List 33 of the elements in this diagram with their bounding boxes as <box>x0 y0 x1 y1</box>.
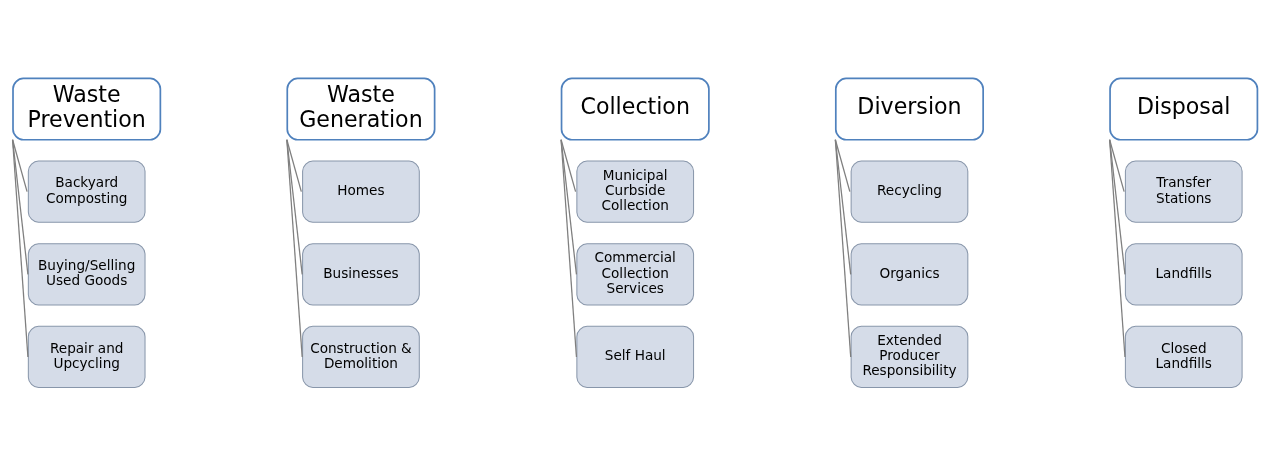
connector <box>560 139 578 275</box>
node-box: Commercial Collection Services <box>576 243 695 306</box>
node-box: Extended Producer Responsibility <box>850 325 969 389</box>
node-box: Buying/Selling Used Goods <box>27 243 146 306</box>
connector <box>11 139 29 358</box>
node-box: Homes <box>302 160 420 223</box>
node-box: Transfer Stations <box>1124 160 1243 223</box>
connector <box>560 139 578 358</box>
connector <box>286 139 303 358</box>
connector <box>11 139 29 275</box>
node-box: Construction & Demolition <box>302 325 420 389</box>
node-box: Organics <box>850 243 969 306</box>
node-box: Waste Generation <box>286 77 436 141</box>
node-box: Diversion <box>834 77 984 141</box>
connector <box>560 139 577 193</box>
connector <box>11 139 28 193</box>
connector <box>1109 139 1126 275</box>
connector <box>834 139 852 358</box>
connector <box>1109 139 1126 358</box>
node-box: Municipal Curbside Collection <box>576 160 695 223</box>
node-box: Repair and Upcycling <box>27 325 146 389</box>
node-box: Waste Prevention <box>12 77 162 141</box>
node-box: Recycling <box>850 160 969 223</box>
node-box: Businesses <box>302 243 420 306</box>
node-box: Self Haul <box>576 325 695 389</box>
node-box: Collection <box>560 77 710 141</box>
node-box: Backyard Composting <box>27 160 146 223</box>
connector <box>1109 139 1125 193</box>
node-box: Landfills <box>1124 243 1243 306</box>
connector <box>834 139 851 193</box>
connector <box>834 139 852 275</box>
node-box: Closed Landfills <box>1124 325 1243 389</box>
node-box: Disposal <box>1109 77 1259 141</box>
